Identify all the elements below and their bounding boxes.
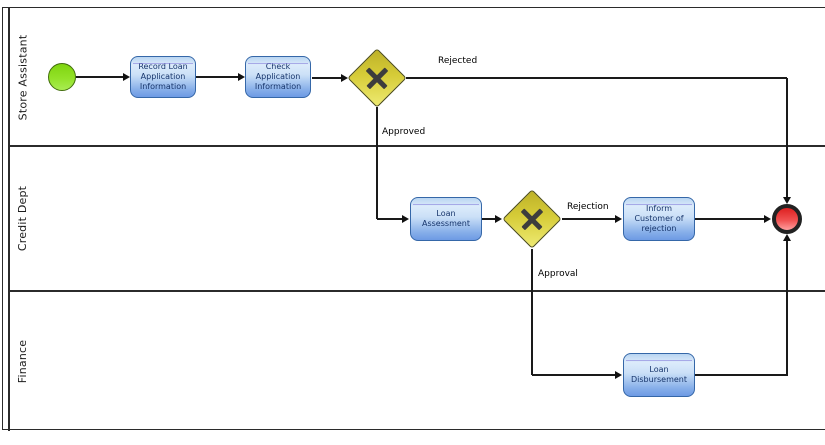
task-check-application[interactable]: Check Application Information: [245, 56, 311, 98]
lane-label: Credit Dept: [16, 185, 29, 251]
flow-rejection: [562, 218, 616, 220]
flow-record-to-check: [196, 76, 239, 78]
arrowhead-icon: [341, 74, 348, 82]
task-loan-disbursement[interactable]: Loan Disbursement: [623, 353, 695, 397]
flow-check-to-gateway: [312, 77, 342, 79]
lane-label: Store Assistant: [16, 34, 29, 120]
flow-label-rejection: Rejection: [567, 202, 609, 212]
arrowhead-icon: [783, 234, 791, 241]
flow-label-rejected: Rejected: [438, 56, 478, 66]
flow-approved-horizontal: [377, 218, 403, 220]
task-inform-customer-rejection[interactable]: Inform Customer of rejection: [623, 197, 695, 241]
pool-label-divider: [8, 7, 10, 431]
flow-start-to-record: [76, 76, 124, 78]
arrowhead-icon: [238, 73, 245, 81]
lane-label: Finance: [16, 339, 30, 384]
flow-rejected-horizontal: [406, 77, 787, 79]
flow-approved-vertical: [376, 107, 378, 219]
arrowhead-icon: [123, 73, 130, 81]
lane-credit-dept: Credit Dept: [9, 146, 36, 290]
start-event-circle[interactable]: [48, 63, 76, 91]
arrowhead-icon: [402, 215, 409, 223]
end-event-circle[interactable]: [772, 204, 802, 234]
lane-store-assistant: Store Assistant: [9, 9, 36, 145]
arrowhead-icon: [495, 215, 502, 223]
flow-approval-vertical: [531, 249, 533, 375]
lane-divider-1: [9, 145, 825, 147]
arrowhead-icon: [764, 215, 771, 223]
flow-rejected-vertical: [786, 78, 788, 197]
task-loan-assessment[interactable]: Loan Assessment: [410, 197, 482, 241]
arrowhead-icon: [615, 215, 622, 223]
lane-finance: Finance: [9, 292, 36, 431]
flow-inform-to-end: [695, 218, 765, 220]
flow-label-approved: Approved: [382, 127, 426, 137]
flow-approval-horizontal: [532, 374, 616, 376]
task-record-loan-application[interactable]: Record Loan Application Information: [130, 56, 196, 98]
flow-disbursement-horizontal: [695, 374, 788, 376]
arrowhead-icon: [783, 197, 791, 204]
flow-assessment-to-gateway: [482, 218, 496, 220]
flow-label-approval: Approval: [538, 269, 578, 279]
flow-disbursement-vertical: [786, 241, 788, 375]
pool-border: [2, 7, 825, 430]
arrowhead-icon: [615, 371, 622, 379]
lane-divider-2: [9, 290, 825, 292]
